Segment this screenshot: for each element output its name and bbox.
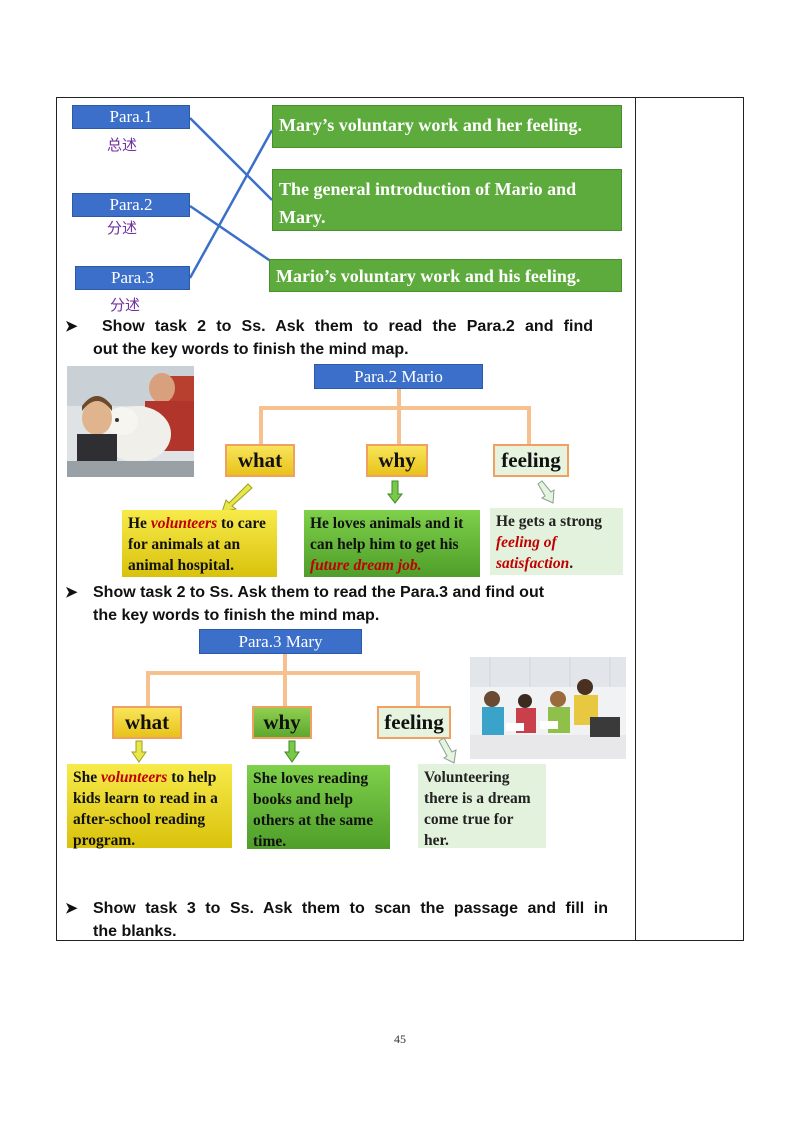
map1-arrows: [221, 480, 555, 513]
map2-branch-feeling: [416, 671, 420, 707]
map2-trunk: [283, 654, 287, 672]
map2-title: Para.3 Mary: [238, 631, 323, 651]
map2-arrows: [131, 737, 457, 764]
map1-arrow-feeling-icon: [537, 480, 555, 504]
bullet-arrow-icon: ➤: [65, 900, 78, 917]
map1-trunk: [397, 389, 401, 407]
para1-sub: 总述: [107, 136, 138, 154]
para3-box: Para.3: [75, 266, 190, 290]
bullet1-line1: Show task 2 to Ss. Ask them to read the …: [102, 318, 593, 335]
bullet-task2-para2: ➤ Show task 2 to Ss. Ask them to read th…: [65, 315, 593, 361]
map1-bar: [259, 406, 531, 410]
map1-arrow-why-icon: [386, 480, 404, 504]
para1-box: Para.1: [72, 105, 190, 129]
bullet2-line2: the key words to finish the mind map.: [93, 607, 380, 624]
map1-branch-what: [259, 406, 263, 444]
map1-branch-feeling: [527, 406, 531, 444]
map2-title-box: Para.3 Mary: [199, 629, 362, 654]
table-frame: [56, 97, 744, 941]
option-general-intro: The general introduction of Mario and Ma…: [272, 169, 622, 231]
para1-label: Para.1: [109, 107, 153, 126]
photo-mario-vet: [67, 366, 194, 477]
bullet-task3-scan: ➤ Show task 3 to Ss. Ask them to scan th…: [65, 897, 608, 943]
option-mary-work: Mary’s voluntary work and her feeling.: [272, 105, 622, 148]
map1-branch-why: [397, 406, 401, 444]
map1-title-box: Para.2 Mario: [314, 364, 483, 389]
map2-arrow-feeling-icon: [438, 737, 457, 764]
map2-answer-feeling: Volunteering there is a dream come true …: [418, 764, 546, 849]
map1-answer-feeling: He gets a strong feeling of satisfaction…: [490, 508, 623, 575]
map2-branch-why: [283, 671, 287, 707]
map2-tag-what: what: [112, 706, 182, 739]
match-line-para3: [188, 129, 274, 279]
option-mario-work: Mario’s voluntary work and his feeling.: [269, 259, 622, 292]
bullet-arrow-icon: ➤: [65, 584, 78, 601]
para3-label: Para.3: [111, 268, 154, 287]
bullet-arrow-icon: ➤: [65, 318, 78, 335]
map1-tag-why: why: [366, 444, 428, 477]
map2-tag-why: why: [252, 706, 312, 739]
map1-answer-what: He volunteers to care for animals at an …: [122, 510, 277, 577]
map2-tag-feeling: feeling: [377, 706, 451, 739]
map1-tag-feeling: feeling: [493, 444, 569, 477]
map2-branch-what: [146, 671, 150, 707]
matching-lines: [188, 117, 274, 279]
map1-tag-what: what: [225, 444, 295, 477]
map2-answer-what: She volunteers to help kids learn to rea…: [67, 764, 232, 849]
bullet1-line2: out the key words to finish the mind map…: [93, 341, 409, 358]
map2-answer-why: She loves reading books and help others …: [247, 765, 390, 850]
match-line-para2: [189, 204, 273, 264]
para2-sub: 分述: [107, 219, 138, 237]
para2-box: Para.2: [72, 193, 190, 217]
bullet2-line1: Show task 2 to Ss. Ask them to read the …: [93, 584, 545, 601]
bullet3-line2: the blanks.: [93, 923, 177, 940]
table-column-divider: [635, 97, 636, 941]
map1-answer-why: He loves animals and it can help him to …: [304, 510, 480, 577]
bullet3-line1: Show task 3 to Ss. Ask them to scan the …: [93, 900, 608, 917]
para3-sub: 分述: [110, 296, 141, 314]
match-line-para1: [189, 117, 273, 201]
map1-title: Para.2 Mario: [354, 366, 443, 386]
photo-kids-reading: [470, 657, 626, 759]
bullet-task2-para3: ➤ Show task 2 to Ss. Ask them to read th…: [65, 581, 608, 627]
map2-arrow-why-icon: [284, 740, 300, 763]
map2-arrow-what-icon: [131, 740, 147, 763]
para2-label: Para.2: [109, 195, 153, 214]
page-number: 45: [394, 1032, 406, 1046]
